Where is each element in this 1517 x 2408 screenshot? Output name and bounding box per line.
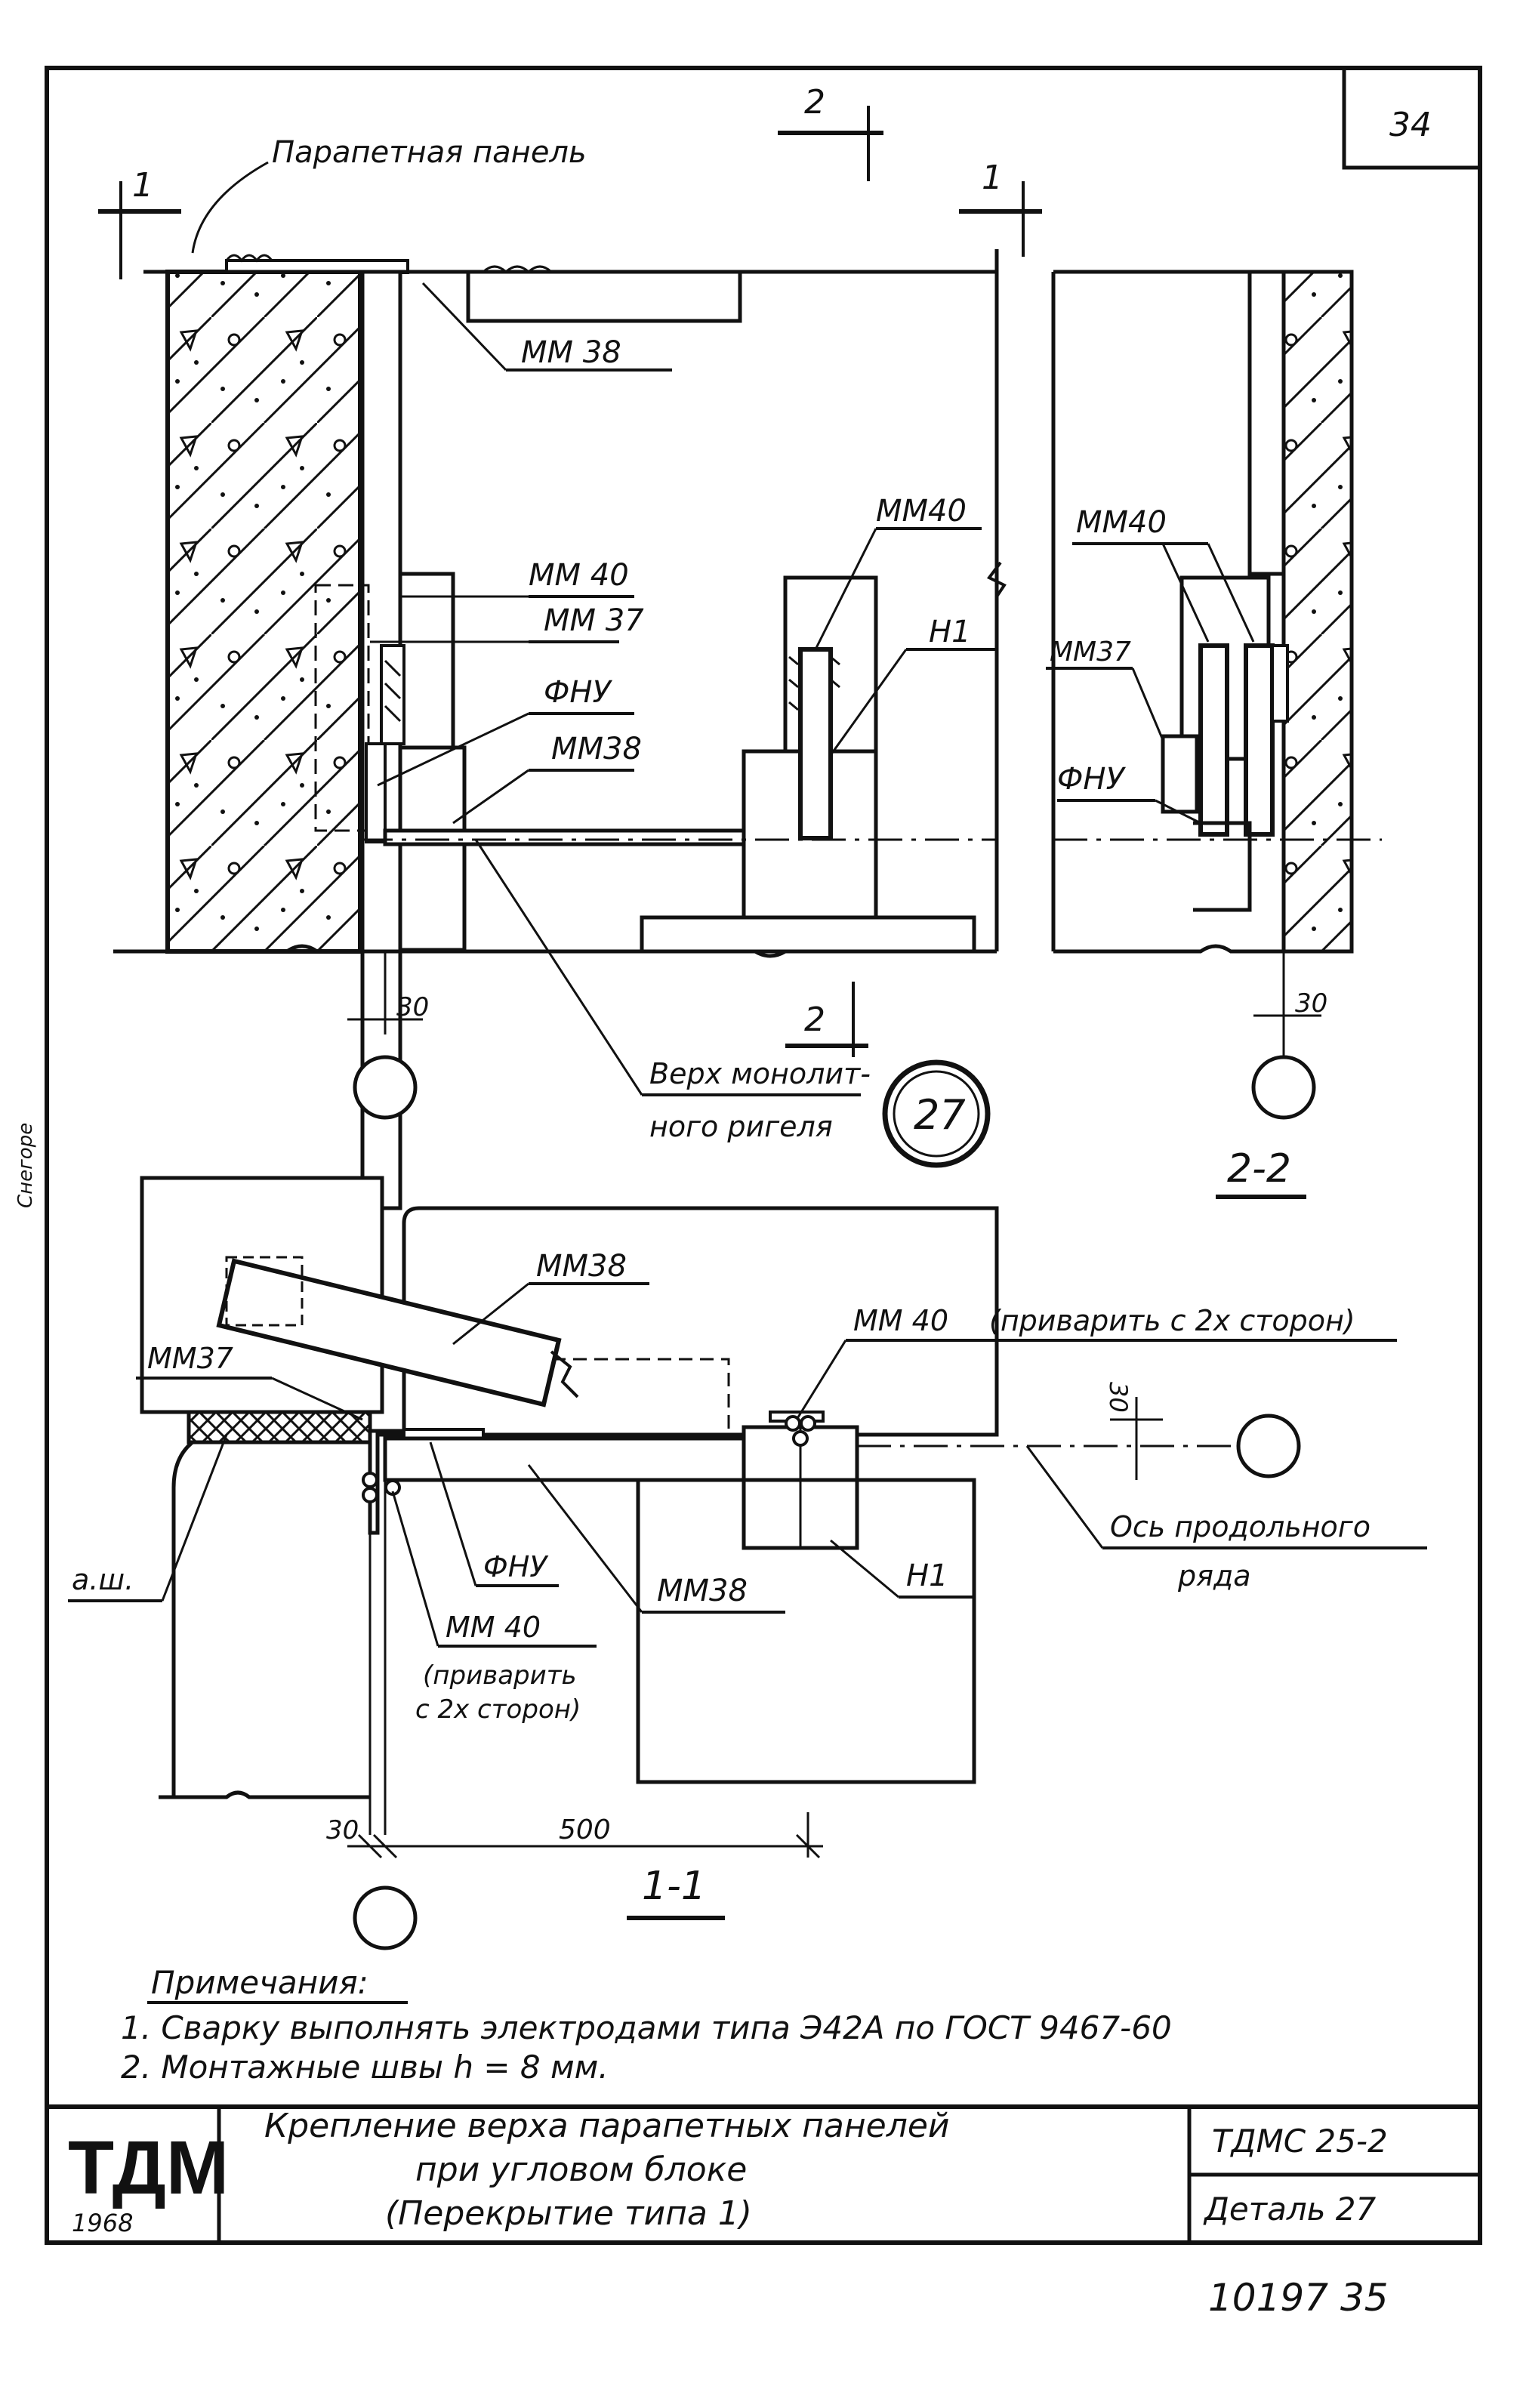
footer-number: 10197 35	[1208, 2276, 1389, 2320]
section-mark-label: 2	[804, 83, 825, 122]
section-mark-2-top: 2	[778, 83, 883, 181]
dim-30-left: 30	[396, 992, 429, 1022]
label-mm37-right: ММ37	[1050, 637, 1131, 668]
note-2: 2. Монтажные швы h = 8 мм.	[121, 2049, 609, 2086]
axis-bubble-plan-right	[1236, 1414, 1301, 1478]
label-aw: а.ш.	[72, 1563, 134, 1596]
label-mm40-plan: ММ 40	[853, 1304, 948, 1337]
parapet-panel-concrete-right	[1281, 270, 1354, 954]
label-mm37-plan: ММ37	[147, 1342, 233, 1375]
sheet-number-box: 34	[1342, 68, 1480, 170]
label-mm38-plan-top: ММ38	[536, 1249, 627, 1284]
dim-500: 500	[559, 1814, 611, 1845]
label-mm40-plan-left: ММ 40	[446, 1611, 541, 1644]
drawing-code: ТДМС 25-2	[1212, 2123, 1388, 2160]
label-mm40-left: ММ 40	[529, 558, 629, 593]
notes-title: Примечания:	[151, 1964, 368, 2001]
label-mm40-mid: ММ40	[876, 494, 967, 529]
margin-note: Снегоре	[14, 1123, 37, 1208]
label-weld-both-sides: (приварить с 2х сторон)	[989, 1304, 1355, 1337]
dim-30-plan-right: 30	[1104, 1382, 1133, 1413]
sheet-frame	[45, 66, 1482, 2245]
year: 1968	[72, 2209, 133, 2237]
org-logo: ТДМ	[68, 2126, 229, 2210]
parapet-panel-concrete	[165, 270, 362, 954]
axis-bubble-right	[1251, 1055, 1316, 1120]
label-fnu-plan: ФНУ	[483, 1550, 549, 1583]
label-mm38-top: ММ 38	[521, 335, 621, 370]
notes: Примечания: 1. Сварку выполнять электрод…	[121, 1964, 1172, 2086]
label-fnu-left: ФНУ	[544, 675, 613, 710]
section-mark-label: 1	[982, 159, 1003, 197]
axis-bubble-left	[353, 1055, 418, 1120]
title-block: ТДМ 1968 Крепление верха парапетных пане…	[47, 2104, 1480, 2243]
sheet-number: 34	[1389, 106, 1432, 144]
title-line-1: Крепление верха парапетных панелей	[264, 2107, 950, 2145]
note-1: 1. Сварку выполнять электродами типа Э42…	[121, 2009, 1172, 2046]
plan-view-1-1: ММ38 30 ММ37	[68, 1176, 1427, 1950]
label-mm37-left: ММ 37	[544, 603, 644, 638]
label-mm38-mid: ММ38	[551, 732, 642, 766]
section-mark-1-left: 1	[98, 166, 181, 279]
title-line-3: (Перекрытие типа 1)	[385, 2194, 752, 2233]
dim-30-right: 30	[1295, 988, 1327, 1019]
section-mark-label: 2	[804, 1001, 825, 1039]
label-fnu-right: ФНУ	[1057, 762, 1127, 797]
section-title-1-1: 1-1	[642, 1864, 706, 1909]
detail-number-bubble	[882, 1059, 991, 1168]
dim-30-plan: 30	[326, 1815, 359, 1845]
axis-bubble-plan-left	[353, 1885, 418, 1950]
label-axis-1: Ось продольного	[1110, 1510, 1371, 1543]
insulation-strip	[187, 1410, 372, 1444]
label-axis-2: ряда	[1177, 1559, 1251, 1592]
label-weld-both-2: с 2х сторон)	[415, 1694, 581, 1725]
label-weld-both-1: (приварить	[423, 1660, 577, 1691]
label-parapet-panel: Парапетная панель	[272, 135, 587, 170]
label-h1-top: Н1	[929, 615, 971, 649]
label-mm40-right: ММ40	[1076, 505, 1167, 540]
section-mark-label: 1	[132, 166, 153, 205]
detail-number: 27	[914, 1091, 966, 1139]
label-mm38-plan: ММ38	[657, 1574, 748, 1608]
label-top-beam-2: ного ригеля	[649, 1110, 833, 1143]
section-2-2-fragment: ММ40 ММ37 ФНУ 30 2-2	[1046, 270, 1382, 1199]
section-mark-1-right: 1	[959, 159, 1042, 257]
label-h1-plan: Н1	[906, 1559, 948, 1593]
detail-label: Деталь 27	[1203, 2191, 1377, 2228]
title-line-2: при угловом блоке	[415, 2151, 747, 2189]
elevation-view: 1 2 1 ММ 38	[98, 83, 1382, 1210]
section-title-2-2: 2-2	[1227, 1146, 1291, 1192]
label-top-beam-1: Верх монолит-	[649, 1057, 871, 1090]
